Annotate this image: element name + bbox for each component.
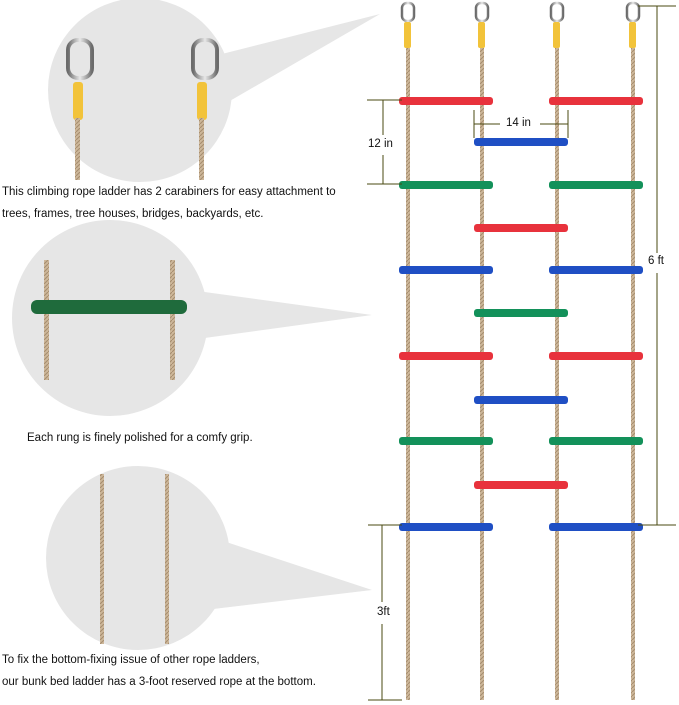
- carabiner-caption: This climbing rope ladder has 2 carabine…: [2, 181, 336, 225]
- dimension-lines: [367, 5, 676, 701]
- callout-carabiners: [48, 0, 380, 182]
- carabiner-icon: [66, 38, 219, 80]
- caption-line: trees, frames, tree houses, bridges, bac…: [2, 208, 264, 220]
- reserved-rope-caption: To fix the bottom-fixing issue of other …: [2, 649, 316, 693]
- caption-line: our bunk bed ladder has a 3-foot reserve…: [2, 676, 316, 688]
- rung-spacing-label: 12 in: [368, 138, 393, 150]
- carabiner-icon: [400, 1, 641, 48]
- rung-caption: Each rung is finely polished for a comfy…: [27, 427, 253, 449]
- rung-width-label: 14 in: [506, 117, 531, 129]
- caption-line: To fix the bottom-fixing issue of other …: [2, 654, 260, 666]
- ladder-rungs: [399, 97, 643, 531]
- callout-reserved-rope: [46, 466, 372, 650]
- caption-line: This climbing rope ladder has 2 carabine…: [2, 186, 336, 198]
- callout-rung: [12, 220, 372, 416]
- ladder-ropes: [406, 48, 635, 700]
- caption-line: Each rung is finely polished for a comfy…: [27, 432, 253, 444]
- ladder-height-label: 6 ft: [648, 255, 664, 267]
- reserved-rope-label: 3ft: [377, 606, 390, 618]
